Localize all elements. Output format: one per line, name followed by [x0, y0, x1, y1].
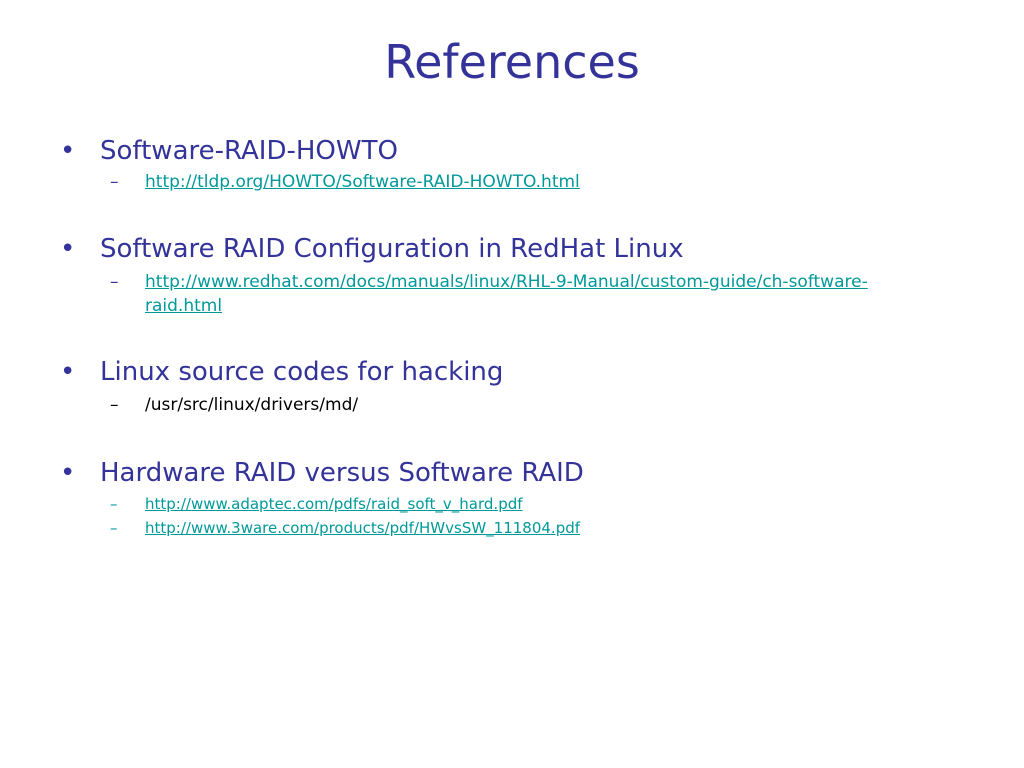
bullet-icon: • — [60, 357, 76, 387]
dash-icon: – — [110, 495, 118, 513]
slide-title: References — [384, 35, 640, 89]
bullet-heading: Software-RAID-HOWTO — [100, 136, 398, 166]
source-path: /usr/src/linux/drivers/md/ — [145, 395, 359, 415]
reference-link[interactable]: http://www.3ware.com/products/pdf/HWvsSW… — [145, 519, 581, 537]
bullet-heading: Hardware RAID versus Software RAID — [100, 458, 584, 488]
bullet-icon: • — [60, 136, 76, 166]
section-linux-source: • Linux source codes for hacking – /usr/… — [60, 355, 980, 417]
sub-item: – http://www.3ware.com/products/pdf/HWvs… — [110, 516, 980, 540]
sub-item: – /usr/src/linux/drivers/md/ — [110, 393, 980, 417]
bullet-heading: Linux source codes for hacking — [100, 357, 504, 387]
dash-icon: – — [110, 172, 119, 192]
bullet-item: • Linux source codes for hacking — [60, 355, 980, 389]
dash-icon: – — [110, 272, 119, 292]
bullet-item: • Hardware RAID versus Software RAID — [60, 456, 980, 490]
reference-link[interactable]: http://www.adaptec.com/pdfs/raid_soft_v_… — [145, 495, 523, 513]
bullet-icon: • — [60, 234, 76, 264]
bullet-item: • Software RAID Configuration in RedHat … — [60, 232, 980, 266]
sub-item: – http://www.adaptec.com/pdfs/raid_soft_… — [110, 492, 980, 516]
section-hw-vs-sw-raid: • Hardware RAID versus Software RAID – h… — [60, 456, 980, 540]
reference-link[interactable]: http://tldp.org/HOWTO/Software-RAID-HOWT… — [145, 172, 580, 192]
sub-item: – http://www.redhat.com/docs/manuals/lin… — [110, 270, 980, 318]
dash-icon: – — [110, 395, 119, 415]
reference-link-line-1: http://www.redhat.com/docs/manuals/linux… — [145, 272, 868, 292]
section-redhat-raid-config: • Software RAID Configuration in RedHat … — [60, 232, 980, 318]
reference-link-line-2: raid.html — [145, 296, 223, 316]
bullet-heading: Software RAID Configuration in RedHat Li… — [100, 234, 684, 264]
reference-link[interactable]: http://www.redhat.com/docs/manuals/linux… — [145, 272, 868, 316]
dash-icon: – — [110, 519, 118, 537]
bullet-icon: • — [60, 458, 76, 488]
section-software-raid-howto: • Software-RAID-HOWTO – http://tldp.org/… — [60, 134, 980, 194]
sub-item: – http://tldp.org/HOWTO/Software-RAID-HO… — [110, 170, 980, 194]
bullet-item: • Software-RAID-HOWTO — [60, 134, 980, 168]
